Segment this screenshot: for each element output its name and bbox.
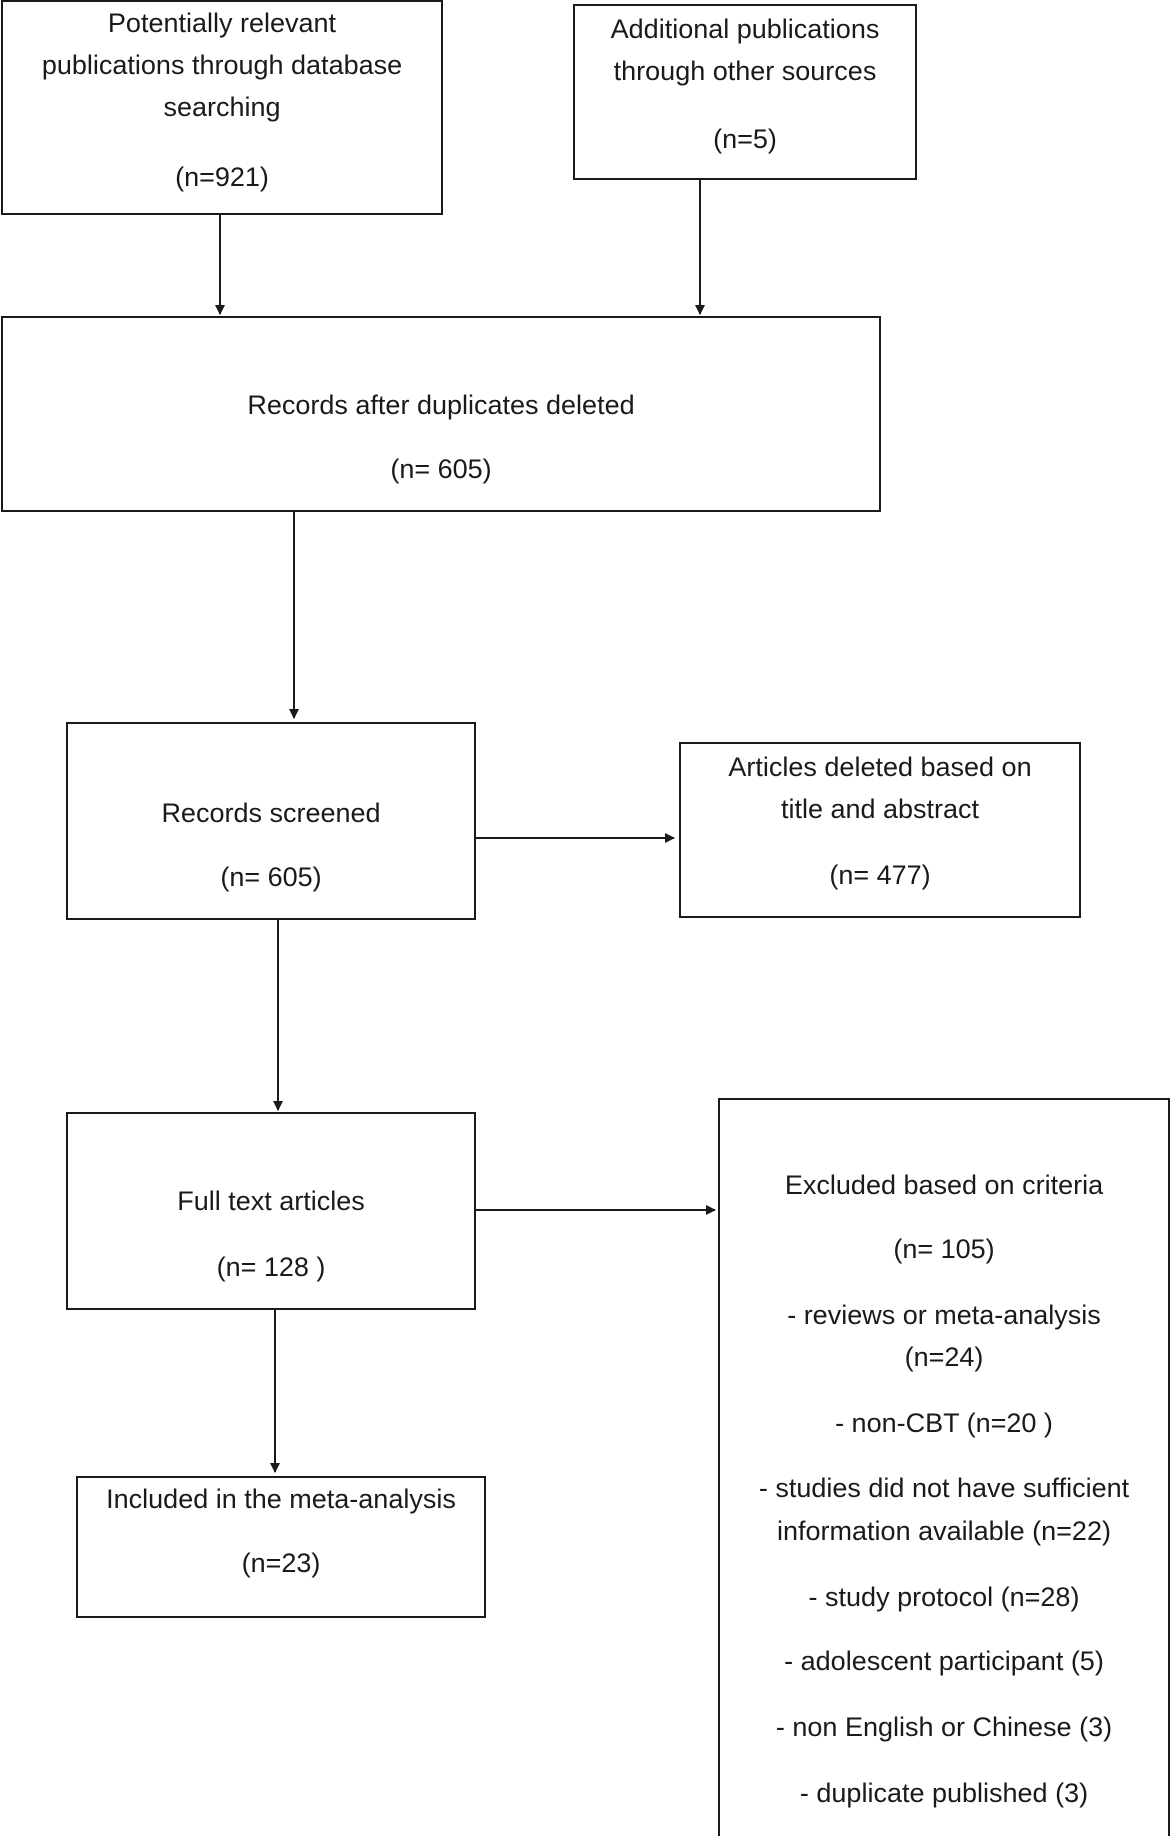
other-sources-count: (n=5): [713, 124, 777, 154]
deleted-line1: Articles deleted based on: [728, 752, 1032, 782]
box-records-screened: Records screened (n= 605): [66, 722, 476, 920]
deleted-count: (n= 477): [829, 860, 931, 890]
db-search-line3: searching: [163, 92, 281, 122]
other-sources-line1: Additional publications: [610, 14, 880, 44]
excluded-reason: - study protocol (n=28): [808, 1582, 1080, 1612]
excluded-reason: - reviews or meta-analysis: [787, 1300, 1101, 1330]
box-records-after-duplicates: Records after duplicates deleted (n= 605…: [1, 316, 881, 512]
db-search-count: (n=921): [175, 162, 269, 192]
deleted-line2: title and abstract: [780, 794, 980, 824]
after-duplicates-count: (n= 605): [390, 454, 492, 484]
other-sources-line2: through other sources: [613, 56, 877, 86]
excluded-reason: - non English or Chinese (3): [775, 1712, 1113, 1742]
excluded-reason: information available (n=22): [777, 1516, 1111, 1546]
box-other-sources: Additional publications through other so…: [573, 4, 917, 180]
excluded-count: (n= 105): [893, 1234, 995, 1264]
after-duplicates-label: Records after duplicates deleted: [247, 390, 635, 420]
excluded-reason: - adolescent participant (5): [784, 1646, 1104, 1676]
excluded-reason: (n=24): [904, 1342, 984, 1372]
excluded-reason: - studies did not have sufficient: [758, 1473, 1130, 1503]
screened-label: Records screened: [161, 798, 381, 828]
full-text-label: Full text articles: [177, 1186, 365, 1216]
box-full-text-articles: Full text articles (n= 128 ): [66, 1112, 476, 1310]
screened-count: (n= 605): [220, 862, 322, 892]
box-articles-deleted: Articles deleted based on title and abst…: [679, 742, 1081, 918]
included-count: (n=23): [241, 1548, 321, 1578]
excluded-reason: - duplicate published (3): [799, 1778, 1089, 1808]
excluded-title: Excluded based on criteria: [784, 1170, 1104, 1200]
included-label: Included in the meta-analysis: [106, 1484, 456, 1514]
box-excluded: Excluded based on criteria (n= 105) - re…: [718, 1098, 1170, 1836]
db-search-line2: publications through database: [41, 50, 403, 80]
full-text-count: (n= 128 ): [216, 1252, 326, 1282]
excluded-reason: - non-CBT (n=20 ): [835, 1408, 1053, 1438]
box-database-search: Potentially relevant publications throug…: [1, 0, 443, 215]
box-included: Included in the meta-analysis (n=23): [76, 1476, 486, 1618]
db-search-line1: Potentially relevant: [107, 8, 337, 38]
